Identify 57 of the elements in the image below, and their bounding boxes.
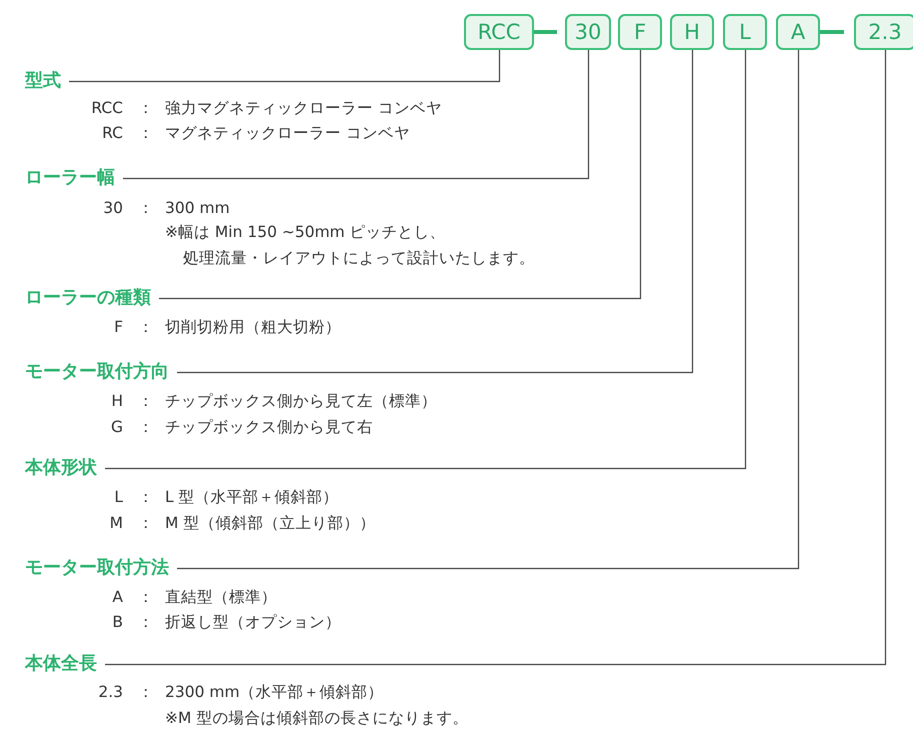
section-heading: モーター取付方法	[25, 557, 169, 579]
section-heading: ローラーの種類	[25, 287, 151, 309]
code-description: 直結型（標準）	[165, 587, 277, 607]
section-heading: 型式	[25, 70, 61, 92]
section-heading: 本体全長	[25, 653, 97, 675]
code-box: 30	[565, 14, 611, 50]
note-text: ※M 型の場合は傾斜部の長さになります。	[165, 708, 468, 728]
separator: ：	[138, 612, 154, 632]
code-description: M 型（傾斜部（立上り部））	[165, 513, 376, 533]
code-box: F	[618, 14, 662, 50]
code-box: 2.3	[854, 14, 913, 50]
code-description: 300 mm	[165, 198, 230, 218]
leader-line	[69, 50, 500, 82]
separator: ：	[138, 682, 154, 702]
code-description: 2300 mm（水平部＋傾斜部）	[165, 682, 384, 702]
leader-line	[159, 50, 642, 300]
separator: ：	[138, 98, 154, 118]
separator: ：	[138, 487, 154, 507]
code-value: RC	[102, 123, 123, 143]
code-value: G	[110, 417, 123, 437]
leader-line	[177, 50, 800, 570]
code-description: 折返し型（オプション）	[165, 612, 341, 632]
code-value: A	[112, 587, 123, 607]
code-description: 切削切粉用（粗大切粉）	[165, 317, 341, 337]
separator: ：	[138, 513, 154, 533]
leader-line	[105, 50, 886, 666]
note-text: 処理流量・レイアウトによって設計いたします。	[183, 248, 535, 268]
section-heading: 本体形状	[25, 457, 97, 479]
code-box: A	[776, 14, 820, 50]
code-value: L	[114, 487, 123, 507]
code-box: RCC	[464, 14, 534, 50]
separator: ：	[138, 587, 154, 607]
code-box: H	[670, 14, 714, 50]
separator: ：	[138, 123, 154, 143]
code-description: マグネティックローラー コンベヤ	[165, 123, 410, 143]
leader-line	[177, 50, 694, 374]
separator: ：	[138, 417, 154, 437]
code-value: 2.3	[98, 682, 123, 702]
section-heading: モーター取付方向	[25, 361, 169, 383]
separator: ：	[138, 198, 154, 218]
code-value: M	[110, 513, 123, 533]
code-value: F	[114, 317, 123, 337]
code-description: 強力マグネティックローラー コンベヤ	[165, 98, 442, 118]
section-heading: ローラー幅	[25, 167, 115, 189]
leader-line	[123, 50, 590, 180]
code-description: チップボックス側から見て右	[165, 417, 373, 437]
code-description: L 型（水平部＋傾斜部）	[165, 487, 339, 507]
separator: ：	[138, 317, 154, 337]
code-box: L	[723, 14, 767, 50]
code-value: B	[112, 612, 123, 632]
note-text: ※幅は Min 150 ~50mm ピッチとし、	[165, 222, 446, 242]
code-description: チップボックス側から見て左（標準）	[165, 391, 437, 411]
code-value: 30	[103, 198, 123, 218]
leader-line	[105, 50, 746, 470]
code-value: RCC	[91, 98, 123, 118]
separator: ：	[138, 391, 154, 411]
code-value: H	[111, 391, 123, 411]
